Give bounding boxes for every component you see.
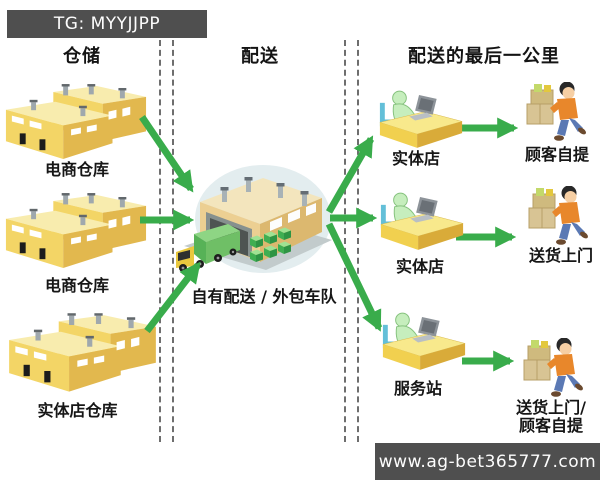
- warehouse-label: 电商仓库: [44, 160, 109, 179]
- last-mile-label-line1: 送货上门/: [516, 398, 586, 417]
- courier-icon: [521, 82, 591, 144]
- last-mile-label: 送货上门: [528, 246, 593, 265]
- distribution-hub-icon: [176, 165, 332, 273]
- watermark-top: TG: MYYJJPP: [7, 10, 207, 38]
- store-label: 实体店: [395, 257, 444, 276]
- column-header-last-mile: 配送的最后一公里: [408, 46, 560, 67]
- warehouse-label: 实体店仓库: [37, 401, 118, 420]
- service-station-icon: [379, 309, 469, 372]
- divider-dashed-line: [159, 40, 161, 442]
- divider-dashed-line: [344, 40, 346, 442]
- pallet-boxes: [250, 227, 291, 262]
- store-label: 服务站: [393, 379, 442, 398]
- watermark-bottom: www.ag-bet365777.com: [375, 443, 600, 480]
- divider-dashed-line: [172, 40, 174, 442]
- divider-dashed-line: [357, 40, 359, 442]
- store-label: 实体店: [391, 149, 440, 168]
- arrow-hub-to-store1: [325, 135, 375, 214]
- arrow-hub-to-store3: [325, 222, 383, 332]
- column-header-warehousing: 仓储: [63, 46, 101, 67]
- fleet-label: 自有配送 / 外包车队: [191, 287, 337, 306]
- arrow-warehouse1-to-hub: [139, 115, 194, 193]
- arrow-warehouse3-to-hub: [144, 261, 201, 334]
- column-header-delivery: 配送: [241, 46, 279, 67]
- last-mile-label: 顾客自提: [524, 145, 589, 164]
- courier-icon: [518, 338, 588, 400]
- last-mile-label: 送货上门/ 顾客自提: [501, 399, 600, 435]
- store-counter-icon: [376, 87, 466, 150]
- warehouse-label: 电商仓库: [44, 276, 109, 295]
- last-mile-label-line2: 顾客自提: [518, 416, 583, 435]
- store-counter-icon: [377, 189, 467, 252]
- truck-icon: [176, 224, 240, 272]
- courier-icon: [523, 186, 593, 248]
